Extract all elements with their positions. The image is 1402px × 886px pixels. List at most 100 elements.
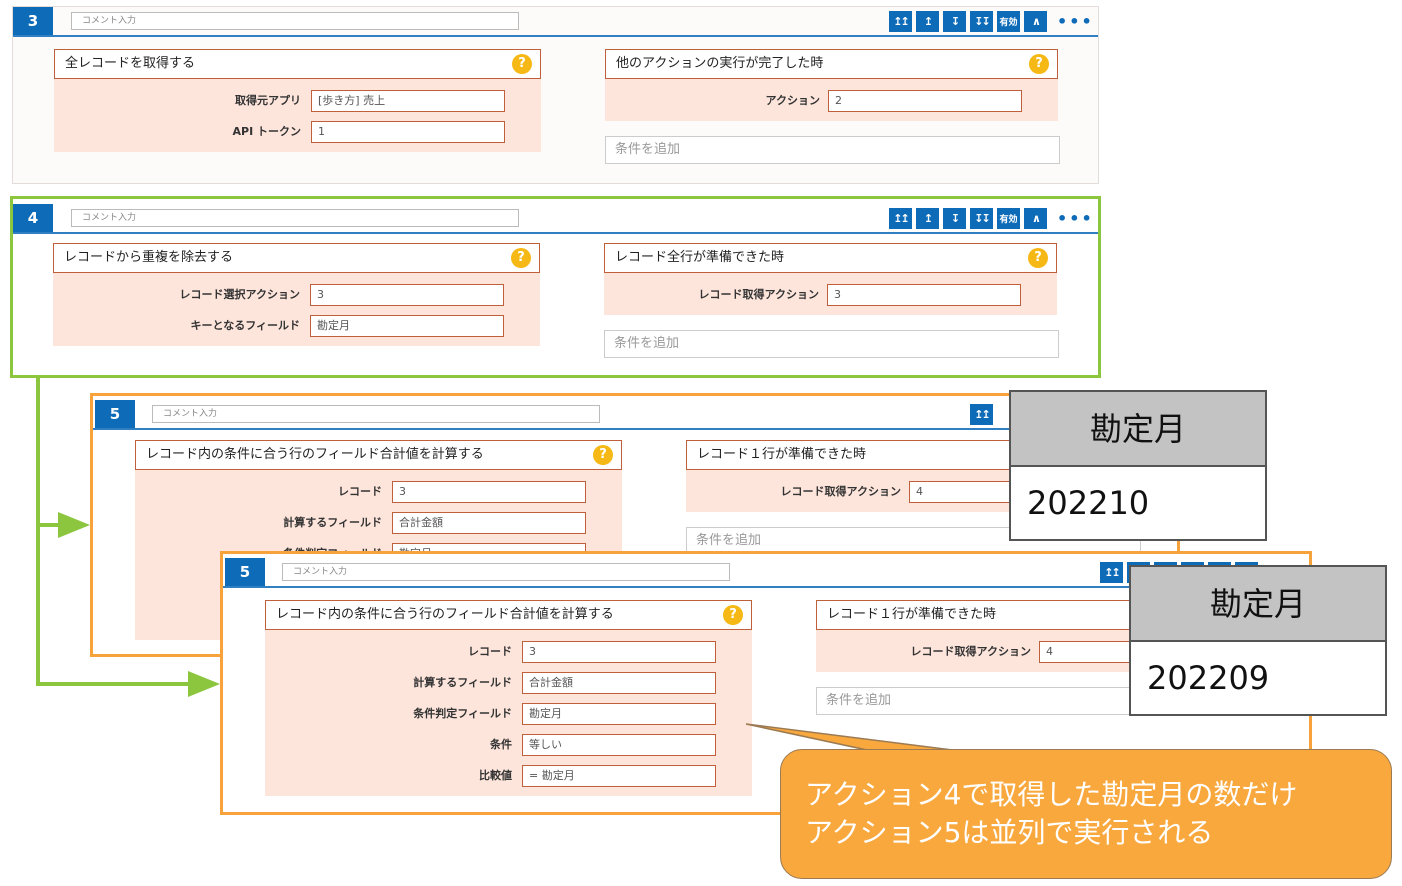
field-row: レコード 3 (135, 481, 622, 503)
field-label: アクション (765, 94, 820, 107)
action-type-select[interactable]: 全レコードを取得する? (54, 49, 541, 79)
trigger-type-select[interactable]: 他のアクションの実行が完了した時? (605, 49, 1058, 79)
field-input[interactable]: [歩き方] 売上 (311, 90, 505, 112)
help-icon[interactable]: ? (1028, 248, 1048, 268)
action-title: レコード内の条件に合う行のフィールド合計値を計算する (146, 447, 484, 462)
action-type-select[interactable]: レコード内の条件に合う行のフィールド合計値を計算する? (135, 440, 622, 470)
action-toolbar: ↥↥ (970, 404, 993, 425)
field-label: API トークン (232, 125, 302, 138)
field-row: アクション 2 (605, 90, 1058, 112)
field-label: 取得元アプリ (235, 94, 301, 107)
header-divider (13, 232, 1098, 234)
move-down-button[interactable]: ↧ (943, 208, 966, 229)
move-top-button[interactable]: ↥↥ (970, 404, 993, 425)
move-top-button[interactable]: ↥↥ (889, 11, 912, 32)
field-row: レコード 3 (265, 641, 752, 663)
trigger-config-box: 他のアクションの実行が完了した時? アクション 2 (605, 49, 1058, 121)
field-input[interactable]: 勘定月 (522, 703, 716, 725)
collapse-button[interactable]: ∧ (1024, 208, 1047, 229)
more-menu-icon[interactable]: ••• (1057, 208, 1094, 228)
move-bottom-button[interactable]: ↧↧ (970, 11, 993, 32)
field-row: 条件判定フィールド 勘定月 (265, 703, 752, 725)
value-card-value: 202210 (1027, 484, 1150, 522)
action-number: 4 (13, 204, 53, 232)
field-row: 比較値 = 勘定月 (265, 765, 752, 787)
help-icon[interactable]: ? (593, 445, 613, 465)
help-icon[interactable]: ? (1029, 54, 1049, 74)
help-icon[interactable]: ? (723, 605, 743, 625)
field-input[interactable]: 3 (522, 641, 716, 663)
add-condition-input[interactable]: 条件を追加 (605, 136, 1060, 164)
action-toolbar: ↥↥ ↥ ↧ ↧↧ 有効 ∧ ••• (889, 208, 1094, 229)
field-input[interactable]: 勘定月 (310, 315, 504, 337)
trigger-title: レコード１行が準備できた時 (697, 447, 867, 462)
action-panel-3: 3 コメント入力 ↥↥ ↥ ↧ ↧↧ 有効 ∧ ••• 全レコードを取得する? … (12, 6, 1099, 184)
callout-note: アクション4で取得した勘定月の数だけ アクション5は並列で実行される (780, 749, 1392, 879)
field-input[interactable]: 3 (392, 481, 586, 503)
field-row: 計算するフィールド 合計金額 (135, 512, 622, 534)
action-type-select[interactable]: レコード内の条件に合う行のフィールド合計値を計算する? (265, 600, 752, 630)
comment-input[interactable]: コメント入力 (71, 12, 519, 30)
move-down-button[interactable]: ↧ (943, 11, 966, 32)
value-card-header: 勘定月 (1011, 392, 1265, 467)
move-bottom-button[interactable]: ↧↧ (970, 208, 993, 229)
value-card-1: 勘定月 202210 (1009, 390, 1267, 541)
field-label: 条件 (490, 738, 512, 751)
field-input[interactable]: 1 (311, 121, 505, 143)
flow-line (36, 378, 190, 686)
field-input[interactable]: 等しい (522, 734, 716, 756)
field-input[interactable]: = 勘定月 (522, 765, 716, 787)
header-divider (93, 428, 1177, 430)
value-card-value: 202209 (1147, 659, 1270, 697)
help-icon[interactable]: ? (511, 248, 531, 268)
collapse-button[interactable]: ∧ (1024, 11, 1047, 32)
action-title: レコード内の条件に合う行のフィールド合計値を計算する (276, 607, 614, 622)
action-config-box: 全レコードを取得する? 取得元アプリ [歩き方] 売上 API トークン 1 (54, 49, 541, 152)
arrow-head (58, 512, 90, 538)
enabled-toggle[interactable]: 有効 (997, 11, 1020, 32)
move-top-button[interactable]: ↥↥ (1100, 562, 1123, 583)
field-row: レコード取得アクション 3 (604, 284, 1057, 306)
field-label: レコード取得アクション (698, 288, 819, 301)
field-input[interactable]: 3 (310, 284, 504, 306)
move-up-button[interactable]: ↥ (916, 208, 939, 229)
trigger-config-box: レコード全行が準備できた時? レコード取得アクション 3 (604, 243, 1057, 315)
header-divider (13, 35, 1098, 37)
action-panel-4: 4 コメント入力 ↥↥ ↥ ↧ ↧↧ 有効 ∧ ••• レコードから重複を除去す… (10, 196, 1101, 378)
trigger-type-select[interactable]: レコード全行が準備できた時? (604, 243, 1057, 273)
comment-input[interactable]: コメント入力 (282, 563, 730, 581)
add-condition-input[interactable]: 条件を追加 (604, 330, 1059, 358)
trigger-title: 他のアクションの実行が完了した時 (616, 56, 824, 71)
field-input[interactable]: 2 (828, 90, 1022, 112)
move-up-button[interactable]: ↥ (916, 11, 939, 32)
action-config-box: レコードから重複を除去する? レコード選択アクション 3 キーとなるフィールド … (53, 243, 540, 346)
field-label: 計算するフィールド (283, 516, 382, 529)
field-input[interactable]: 3 (827, 284, 1021, 306)
action-number: 5 (225, 558, 265, 586)
action-title: レコードから重複を除去する (64, 250, 234, 265)
action-number: 5 (95, 400, 135, 428)
field-row: 条件 等しい (265, 734, 752, 756)
value-card-header: 勘定月 (1131, 567, 1385, 642)
field-input[interactable]: 合計金額 (522, 672, 716, 694)
trigger-title: レコード全行が準備できた時 (615, 250, 785, 265)
comment-input[interactable]: コメント入力 (71, 209, 519, 227)
action-number: 3 (13, 7, 53, 35)
field-label: レコード (468, 645, 512, 658)
help-icon[interactable]: ? (512, 54, 532, 74)
move-top-button[interactable]: ↥↥ (889, 208, 912, 229)
enabled-toggle[interactable]: 有効 (997, 208, 1020, 229)
callout-line: アクション4で取得した勘定月の数だけ (805, 778, 1298, 811)
field-input[interactable]: 合計金額 (392, 512, 586, 534)
field-label: 比較値 (479, 769, 512, 782)
more-menu-icon[interactable]: ••• (1057, 11, 1094, 31)
field-row: 取得元アプリ [歩き方] 売上 (54, 90, 541, 112)
action-toolbar: ↥↥ ↥ ↧ ↧↧ 有効 ∧ ••• (889, 11, 1094, 32)
action-type-select[interactable]: レコードから重複を除去する? (53, 243, 540, 273)
field-label: レコード取得アクション (910, 645, 1031, 658)
field-label: 計算するフィールド (413, 676, 512, 689)
field-label: キーとなるフィールド (190, 319, 300, 332)
field-row: API トークン 1 (54, 121, 541, 143)
comment-input[interactable]: コメント入力 (152, 405, 600, 423)
